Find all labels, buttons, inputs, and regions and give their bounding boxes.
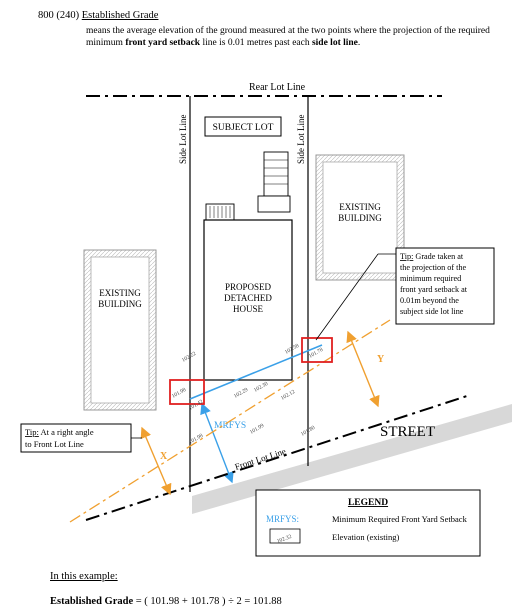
proposed-house-label-2: DETACHED xyxy=(224,293,272,303)
dimension-x-arrow xyxy=(140,426,172,496)
section-heading: 800 (240) Established Grade xyxy=(38,10,158,21)
tip-right-line: the projection of the xyxy=(400,263,467,272)
front-lot-line xyxy=(85,394,471,521)
example-label: In this example: xyxy=(50,571,118,582)
dimension-x-label: X xyxy=(160,451,168,462)
section-term: Established Grade xyxy=(81,10,159,21)
legend-mrfys-key: MRFYS: xyxy=(266,514,299,524)
example-term: Established Grade xyxy=(50,596,134,607)
legend-title: LEGEND xyxy=(348,498,388,508)
tip-left-title: Tip: xyxy=(25,427,39,437)
established-grade-diagram: Rear Lot Line Side Lot Line Side Lot Lin… xyxy=(20,82,512,557)
existing-building-right-label-1: EXISTING xyxy=(339,202,381,212)
existing-building-right-label-2: BUILDING xyxy=(338,213,382,223)
tip-left-text: Tip: At a right angle xyxy=(25,427,94,437)
side-lot-line-label-right: Side Lot Line xyxy=(296,115,306,165)
tip-right-line: 0.01m beyond the xyxy=(400,296,459,305)
elevation-label: 101.78 xyxy=(308,347,324,360)
street-band xyxy=(192,404,512,514)
definition-text: means the average elevation of the groun… xyxy=(86,25,496,49)
existing-building-left-label-1: EXISTING xyxy=(99,288,141,298)
example-equation: = ( 101.98 + 101.78 ) ÷ 2 = 101.88 xyxy=(133,596,282,607)
legend-elevation-desc: Elevation (existing) xyxy=(332,532,399,542)
side-lot-line-label-left: Side Lot Line xyxy=(178,115,188,165)
elevation-label: 102.30 xyxy=(253,381,269,394)
proposed-house-label-1: PROPOSED xyxy=(225,282,272,292)
definition-bold: side lot line xyxy=(311,38,358,48)
section-number: 800 (240) xyxy=(38,10,80,21)
mrfys-line xyxy=(189,344,323,400)
dimension-y-label: Y xyxy=(377,354,385,365)
tip-right-line: subject side lot line xyxy=(400,307,464,316)
legend-box xyxy=(255,489,481,557)
tip-left-line: to Front Lot Line xyxy=(25,439,84,449)
mrfys-arrow xyxy=(200,402,234,484)
elevation-label: 102.29 xyxy=(233,387,249,400)
definition-part: . xyxy=(357,38,361,48)
elevation-label: 102.22 xyxy=(181,351,197,364)
definition-bold: front yard setback xyxy=(125,38,201,48)
legend-mrfys-desc: Minimum Required Front Yard Setback xyxy=(332,514,468,524)
subject-lot-label: SUBJECT LOT xyxy=(213,123,274,133)
elevation-label: 101.99 xyxy=(249,423,265,436)
elevation-label: 101.98 xyxy=(171,387,187,400)
definition-part: line is 0.01 metres past each xyxy=(200,38,312,48)
street-label: STREET xyxy=(380,424,435,440)
front-lot-line-label: Front Lot Line xyxy=(234,446,287,472)
tip-right-line: front yard setback at xyxy=(400,285,468,294)
definition-part: means the average elevation of the groun… xyxy=(86,26,490,48)
tip-left-line: At a right angle xyxy=(39,427,94,437)
existing-building-left-label-2: BUILDING xyxy=(98,299,142,309)
legend-elevation-sample: 102.32 xyxy=(276,534,292,545)
measure-point-left-highlight xyxy=(169,379,205,405)
proposed-house xyxy=(203,151,293,381)
legend-elevation-swatch xyxy=(269,528,301,544)
existing-building-right-inner xyxy=(322,161,398,274)
mrfys-label: MRFYS xyxy=(214,421,246,431)
tip-right-leader xyxy=(315,253,379,341)
elevation-label: 102.12 xyxy=(280,389,296,402)
tip-left-box xyxy=(20,423,132,453)
subject-lot-box xyxy=(204,116,282,137)
tip-right-line: Grade taken at xyxy=(413,252,464,261)
proposed-house-label-3: HOUSE xyxy=(233,304,264,314)
tip-right-text: Tip: Grade taken at xyxy=(400,252,464,261)
dimension-y-arrow xyxy=(346,330,380,408)
existing-building-left-inner xyxy=(90,256,150,404)
example-formula: Established Grade = ( 101.98 + 101.78 ) … xyxy=(50,596,282,607)
tip-right-line: minimum required xyxy=(400,274,461,283)
tip-right-box xyxy=(395,247,495,325)
setback-projection-line xyxy=(69,319,391,523)
tip-right-title: Tip: xyxy=(400,252,413,261)
rear-lot-line-label: Rear Lot Line xyxy=(249,82,306,93)
